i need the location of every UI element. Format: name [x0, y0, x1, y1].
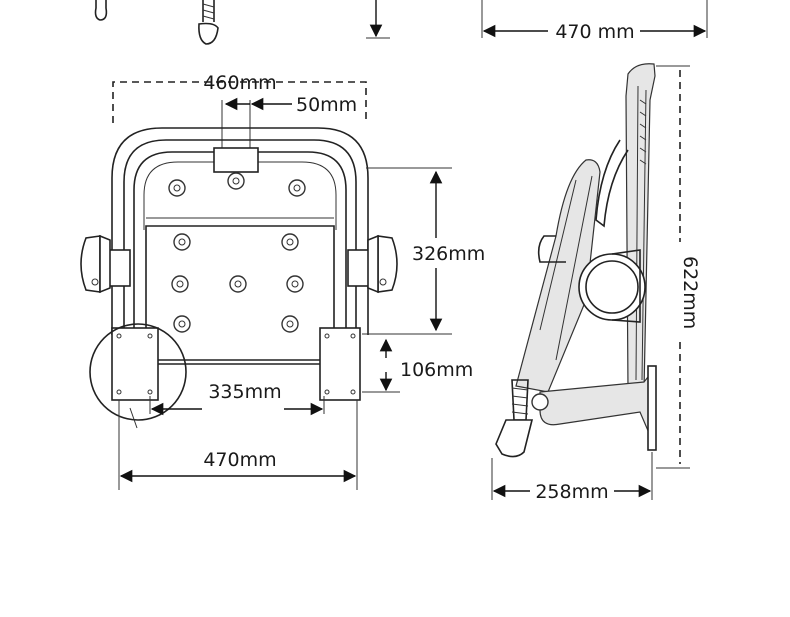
- dim-leg-spacing: 335mm: [208, 381, 281, 403]
- side-foot: [495, 419, 534, 458]
- dim-back-notch: 50mm: [296, 94, 357, 116]
- dim-top-width: 470 mm: [555, 21, 634, 43]
- dim-total-height: 622mm: [679, 256, 701, 329]
- top-spring: [202, 0, 215, 22]
- dim-base-width: 470mm: [203, 449, 276, 471]
- side-armrest: [537, 235, 566, 263]
- detail-circle: [89, 323, 187, 421]
- top-spring-tip: [198, 22, 219, 45]
- left-leg-plate: [111, 327, 159, 401]
- back-dashed-outline: [112, 81, 367, 123]
- left-side-knob: [80, 234, 111, 294]
- dim-leg-height: 106mm: [400, 359, 473, 381]
- top-left-knob: [94, 0, 108, 21]
- dim-seat-height: 326mm: [412, 243, 485, 265]
- top-partial-parts: 470 mm: [94, 0, 708, 45]
- seat-screws: [171, 233, 304, 333]
- dim-side-depth: 258mm: [535, 481, 608, 503]
- right-side-knob: [367, 234, 398, 294]
- dim-back-width: 460mm: [203, 72, 276, 94]
- front-view: 460mm 50mm: [80, 72, 485, 490]
- side-frame-tube: [595, 139, 629, 228]
- side-view: 622mm 258mm: [491, 63, 701, 503]
- side-seat-folded: [515, 159, 601, 393]
- back-notch-bracket: [213, 147, 259, 173]
- outer-frame: [111, 127, 369, 335]
- side-wall-plate: [647, 365, 657, 451]
- back-screws: [168, 172, 306, 197]
- right-leg-plate: [319, 327, 361, 401]
